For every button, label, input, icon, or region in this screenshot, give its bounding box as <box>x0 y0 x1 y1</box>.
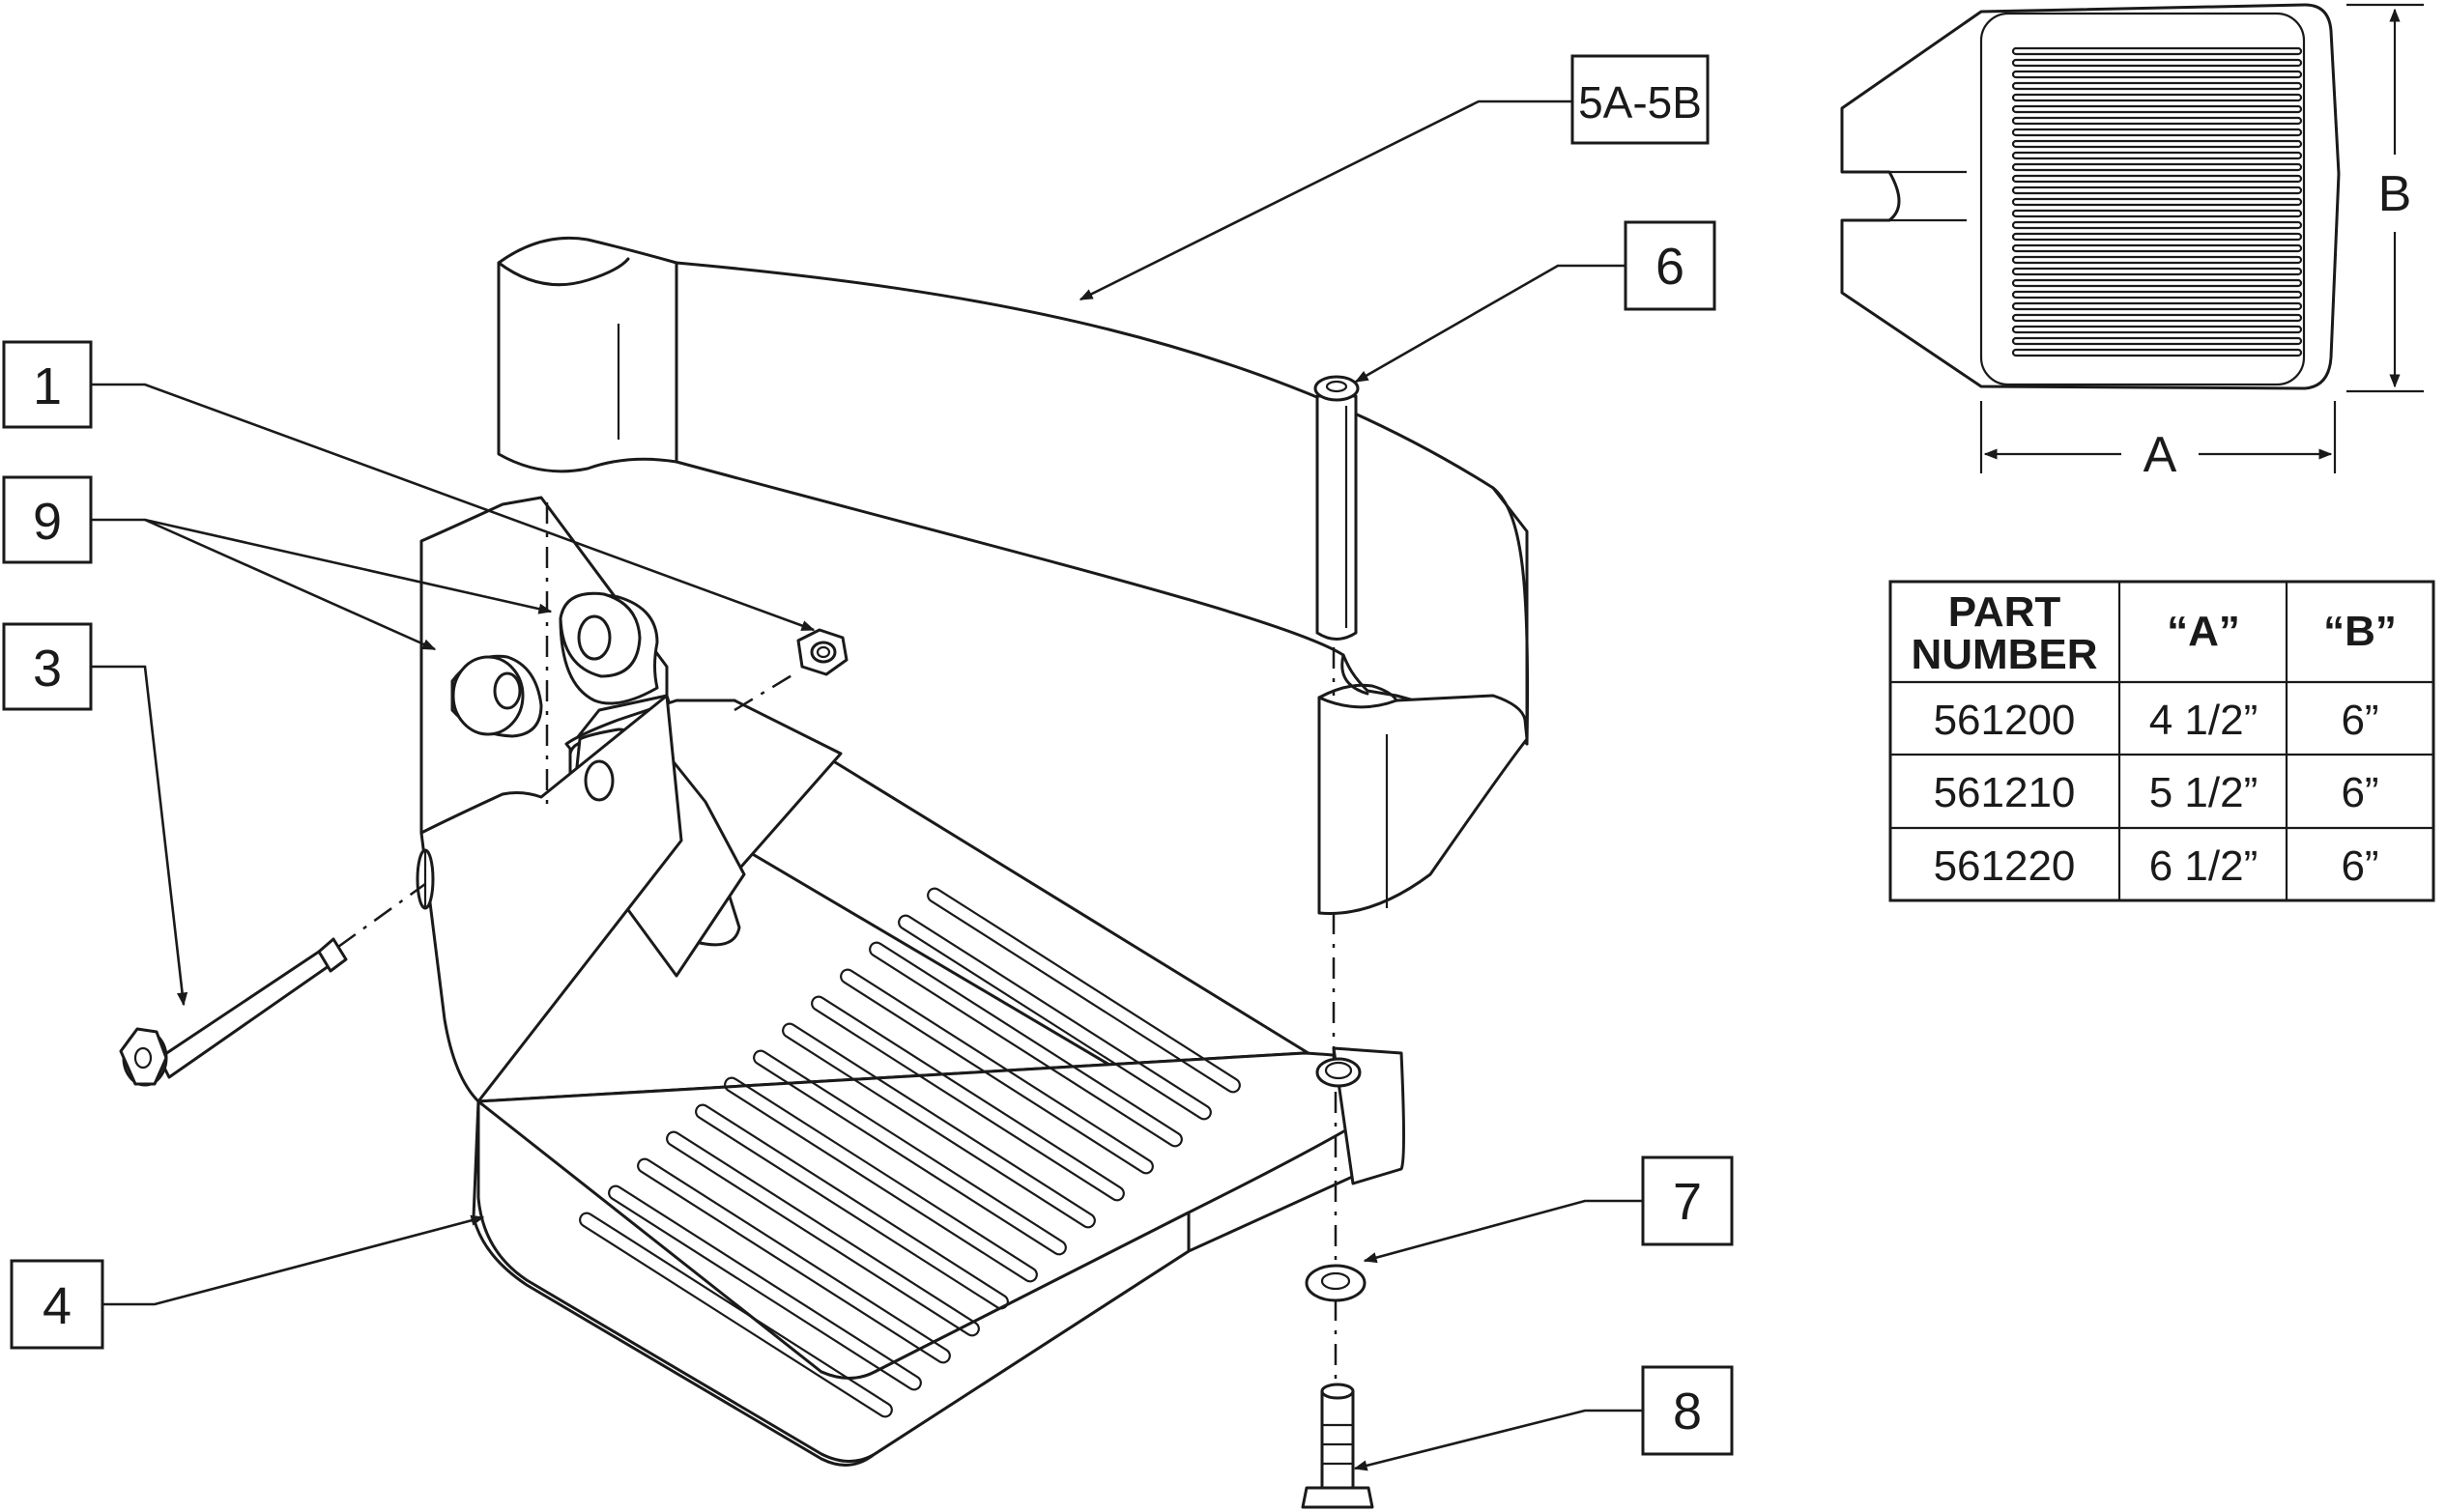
callout-5a-5b: 5A-5B <box>1570 54 1710 145</box>
callout-9: 9 <box>2 475 93 564</box>
callout-1-label: 1 <box>33 357 62 415</box>
table-row-2-part: 561210 <box>1934 769 2076 816</box>
dimension-a-label: A <box>2144 427 2177 483</box>
callout-4-label: 4 <box>43 1277 72 1335</box>
assembly-centerlines <box>337 502 1338 1382</box>
spacer-washer-9a <box>559 591 659 705</box>
dimension-b-label: B <box>2378 166 2412 222</box>
pin-6 <box>1313 375 1360 641</box>
spacer-washer-9b <box>450 654 543 738</box>
callout-5a-5b-label: 5A-5B <box>1578 77 1702 128</box>
header-part-number-line1: PART <box>1948 588 2061 636</box>
table-row-1-a: 4 1/2” <box>2149 697 2259 744</box>
table-row-1-b: 6” <box>2341 697 2378 744</box>
callout-3: 3 <box>2 622 93 711</box>
header-part-number-line2: NUMBER <box>1911 631 2097 678</box>
table-row-3-part: 561220 <box>1934 842 2076 890</box>
table-row-3-a: 6 1/2” <box>2149 842 2259 890</box>
callout-8-label: 8 <box>1673 1383 1702 1441</box>
bolt-8 <box>1301 1383 1374 1509</box>
callout-9-label: 9 <box>33 493 62 551</box>
header-a: “A” <box>2167 608 2240 655</box>
callout-7: 7 <box>1641 1155 1734 1246</box>
hanger-bracket-5a-5b <box>497 236 1530 915</box>
callout-6: 6 <box>1624 220 1716 311</box>
callout-3-label: 3 <box>33 640 62 698</box>
header-b: “B” <box>2323 608 2397 655</box>
callout-6-label: 6 <box>1655 238 1684 296</box>
callout-leaders <box>91 100 1643 1471</box>
top-view-grip-slots <box>2011 46 2303 357</box>
footplate-grip-slots <box>579 887 1241 1418</box>
callout-8: 8 <box>1641 1365 1734 1456</box>
callout-4: 4 <box>10 1259 104 1350</box>
table-row-2-a: 5 1/2” <box>2149 769 2259 816</box>
part-number-table: PART NUMBER “A” “B” 561200 4 1/2” 6” 561… <box>1888 580 2435 902</box>
callout-7-label: 7 <box>1673 1173 1702 1231</box>
bolt-3 <box>119 937 348 1087</box>
dimension-b: B <box>2346 3 2424 393</box>
washer-7 <box>1305 1264 1367 1302</box>
nut-1 <box>796 628 849 676</box>
table-row-3-b: 6” <box>2341 842 2378 890</box>
callout-1: 1 <box>2 340 93 429</box>
table-row-1-part: 561200 <box>1934 697 2076 744</box>
dimension-a: A <box>1979 401 2337 483</box>
footplate-top-view <box>1840 3 2341 390</box>
table-row-2-b: 6” <box>2341 769 2378 816</box>
